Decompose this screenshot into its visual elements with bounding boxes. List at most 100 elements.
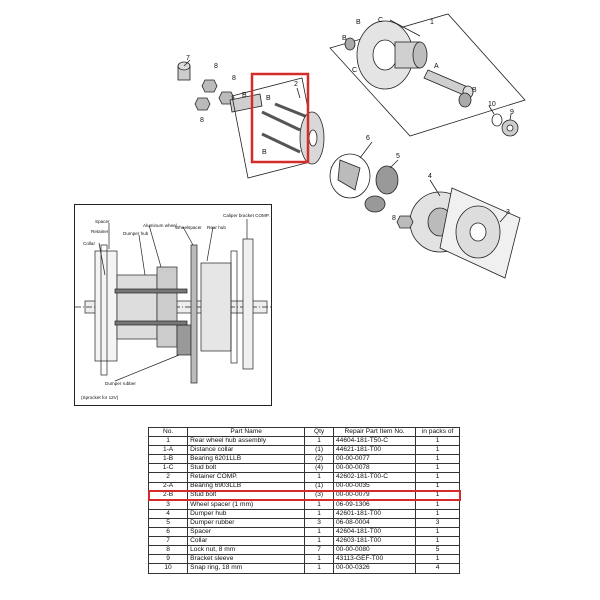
part-item-no: 00-00-0080	[332, 545, 417, 556]
callout-b-ret2: B	[262, 149, 267, 156]
part-no: 9	[147, 554, 189, 565]
part-name: Retainer COMP.	[187, 472, 306, 483]
part-no: 7	[147, 536, 189, 547]
part-item-no: 42603-181-T00	[332, 536, 417, 547]
part-qty: (1)	[304, 481, 334, 492]
callout-b-ret1: B	[266, 95, 271, 102]
part-qty: 1	[304, 472, 334, 483]
part-name: Stud bolt	[187, 463, 306, 474]
part-qty: 1	[304, 499, 334, 510]
part-packs: 1	[415, 463, 460, 474]
exploded-view-drawing: 1 B C B C A B 10 9 7 8 8 8 B 2 B B 6 5 8…	[177, 13, 526, 279]
part-packs: 1	[415, 536, 460, 547]
part-packs: 1	[415, 527, 460, 538]
callout-8-d: 8	[392, 215, 396, 222]
part-qty: 7	[304, 545, 334, 556]
inset-label-caliper-bracket: Caliper bracket COMP.	[223, 213, 270, 218]
part-name: Bearing 6903LLB	[187, 481, 306, 492]
lock-nut-d	[396, 215, 414, 229]
parts-table-header-row: No. Part Name Qty Repair Part Item No. i…	[147, 426, 460, 438]
part-packs: 1	[415, 454, 460, 465]
col-header-qty: Qty	[304, 426, 334, 438]
part-no: 10	[147, 563, 189, 574]
callout-8-c: 8	[200, 117, 204, 124]
part-packs: 1	[415, 472, 460, 483]
part-no: 1	[147, 436, 189, 447]
part-name: Bracket sleeve	[187, 554, 306, 565]
part-item-no: 42604-181-T00	[332, 527, 417, 538]
part-packs: 1	[415, 499, 460, 510]
inset-label-retainer: Retainer	[91, 229, 109, 234]
cross-section-inset: Spacer Aluminum wheel Wheelspacer Calipe…	[74, 204, 272, 406]
part-item-no: 42601-181-T00	[332, 508, 417, 519]
part-packs: 1	[415, 445, 460, 456]
inset-label-sprocket-note: (Sprocket for 12V)	[81, 395, 119, 400]
part-item-no: 42602-181-T00-C	[332, 472, 417, 483]
part-name: Dumper hub	[187, 508, 306, 519]
inset-label-spacer: Spacer	[95, 219, 110, 224]
inset-label-aluminum-wheel: Aluminum wheel	[143, 223, 177, 228]
col-header-part-name: Part Name	[187, 426, 306, 438]
part-name: Snap ring, 18 mm	[187, 563, 306, 574]
part-item-no: 44621-181-T00	[332, 445, 417, 456]
part-item-no: 00-00-0078	[332, 463, 417, 474]
part-packs: 5	[415, 545, 460, 556]
callout-4: 4	[428, 173, 432, 180]
part-packs: 4	[415, 563, 460, 574]
part-qty: 1	[304, 436, 334, 447]
part-name: Bearing 6201LLB	[187, 454, 306, 465]
part-no: 1-C	[147, 463, 189, 474]
part-item-no: 00-00-0035	[332, 481, 417, 492]
part-packs: 1	[415, 508, 460, 519]
callout-1-c2: C	[352, 67, 357, 74]
part-item-no: 00-00-0077	[332, 454, 417, 465]
hub-bearing	[344, 37, 356, 51]
callout-1-b: B	[356, 19, 361, 26]
part-qty: 1	[304, 536, 334, 547]
part-qty: 3	[304, 517, 334, 529]
col-header-item-no: Repair Part Item No.	[332, 426, 417, 438]
part-item-no: 43113-GEF-T00	[332, 554, 417, 565]
callout-1-c: C	[378, 17, 383, 24]
part-name: Spacer	[187, 527, 306, 538]
snap-ring	[491, 113, 503, 127]
stud-bolt-highlight	[250, 72, 310, 164]
part-packs: 1	[415, 481, 460, 492]
part-qty: (4)	[304, 463, 334, 474]
col-header-no: No.	[147, 426, 189, 438]
inset-label-rear-hub: Rear hub	[207, 225, 226, 230]
part-no: 1-A	[147, 445, 189, 456]
callout-1: 1	[430, 19, 434, 26]
part-qty: 1	[304, 527, 334, 538]
callout-2: 2	[294, 81, 298, 88]
part-qty: 1	[304, 563, 334, 574]
part-packs: 1	[415, 436, 460, 447]
part-no: 5	[147, 517, 189, 529]
lock-nut-a	[201, 79, 218, 93]
inset-label-dumper-hub: Dumper hub	[123, 231, 149, 236]
part-qty: 1	[304, 554, 334, 565]
part-no: 4	[147, 508, 189, 519]
callout-a: A	[434, 63, 439, 70]
hub-assembly-frame	[329, 13, 526, 137]
part-packs: 3	[415, 517, 460, 529]
part-no: 2-A	[147, 481, 189, 492]
callout-8-b: 8	[232, 75, 236, 82]
col-header-packs: in packs of	[415, 426, 460, 438]
callout-b-hub: B	[472, 87, 477, 94]
inset-label-collar: Collar	[83, 241, 95, 246]
part-no: 2-B	[147, 490, 189, 501]
callout-6: 6	[366, 135, 370, 142]
part-no: 8	[147, 545, 189, 556]
part-packs: 1	[415, 490, 460, 501]
